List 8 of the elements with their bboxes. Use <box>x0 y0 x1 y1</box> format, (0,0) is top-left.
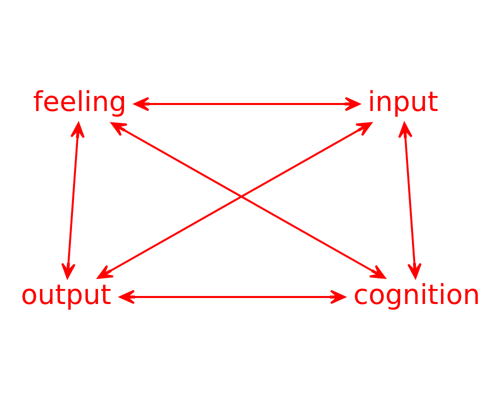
node-text: cognition <box>353 279 480 310</box>
arrow <box>134 96 360 111</box>
node-text: feeling <box>33 86 127 118</box>
arrow <box>61 122 85 278</box>
node-text: output <box>20 279 112 310</box>
node-text: input <box>368 86 438 118</box>
arrow <box>398 122 422 278</box>
arrow <box>119 289 346 304</box>
